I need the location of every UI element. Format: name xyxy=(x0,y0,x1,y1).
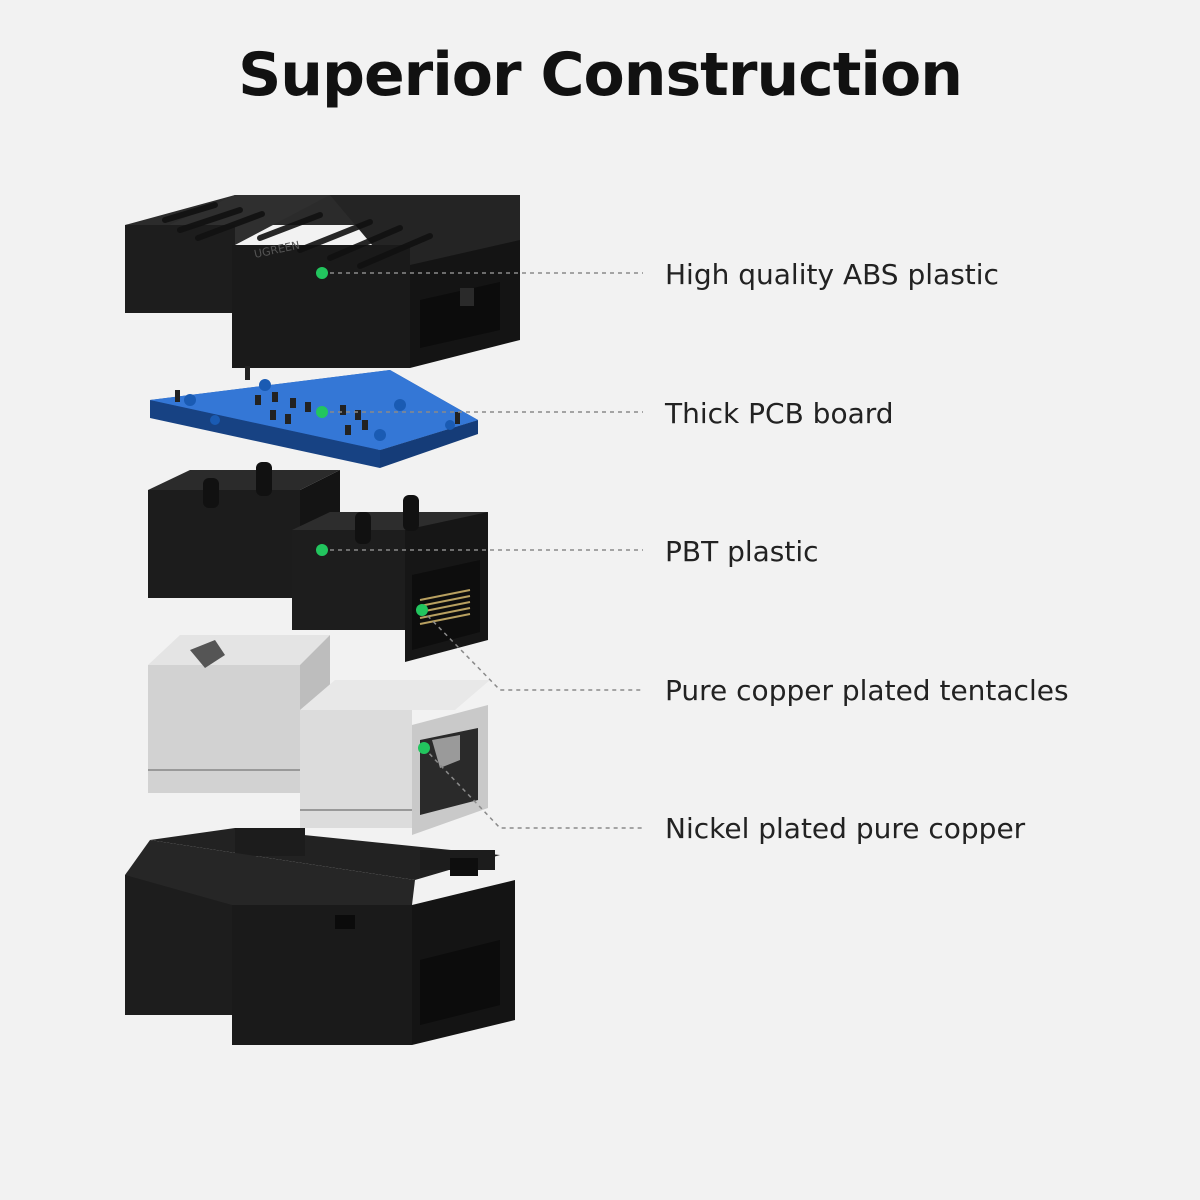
leader-lines xyxy=(322,272,643,829)
marker-dot-pbt xyxy=(316,544,328,556)
label-abs-plastic: High quality ABS plastic xyxy=(665,258,999,291)
label-nickel-copper: Nickel plated pure copper xyxy=(665,812,1026,845)
pcb-board xyxy=(150,366,478,468)
marker-dot-nickel xyxy=(418,742,430,754)
abs-bottom-shell xyxy=(125,828,515,1045)
metal-shields xyxy=(148,635,490,835)
pbt-housings xyxy=(148,462,488,662)
label-pcb-board: Thick PCB board xyxy=(665,397,894,430)
marker-dot-tentacles xyxy=(416,604,428,616)
markers xyxy=(316,267,430,754)
abs-top-shell: UGREEN xyxy=(125,195,520,368)
label-copper-tentacles: Pure copper plated tentacles xyxy=(665,674,1069,707)
page-title: Superior Construction xyxy=(238,40,963,110)
marker-dot-abs xyxy=(316,267,328,279)
marker-dot-pcb xyxy=(316,406,328,418)
label-pbt-plastic: PBT plastic xyxy=(665,535,819,568)
